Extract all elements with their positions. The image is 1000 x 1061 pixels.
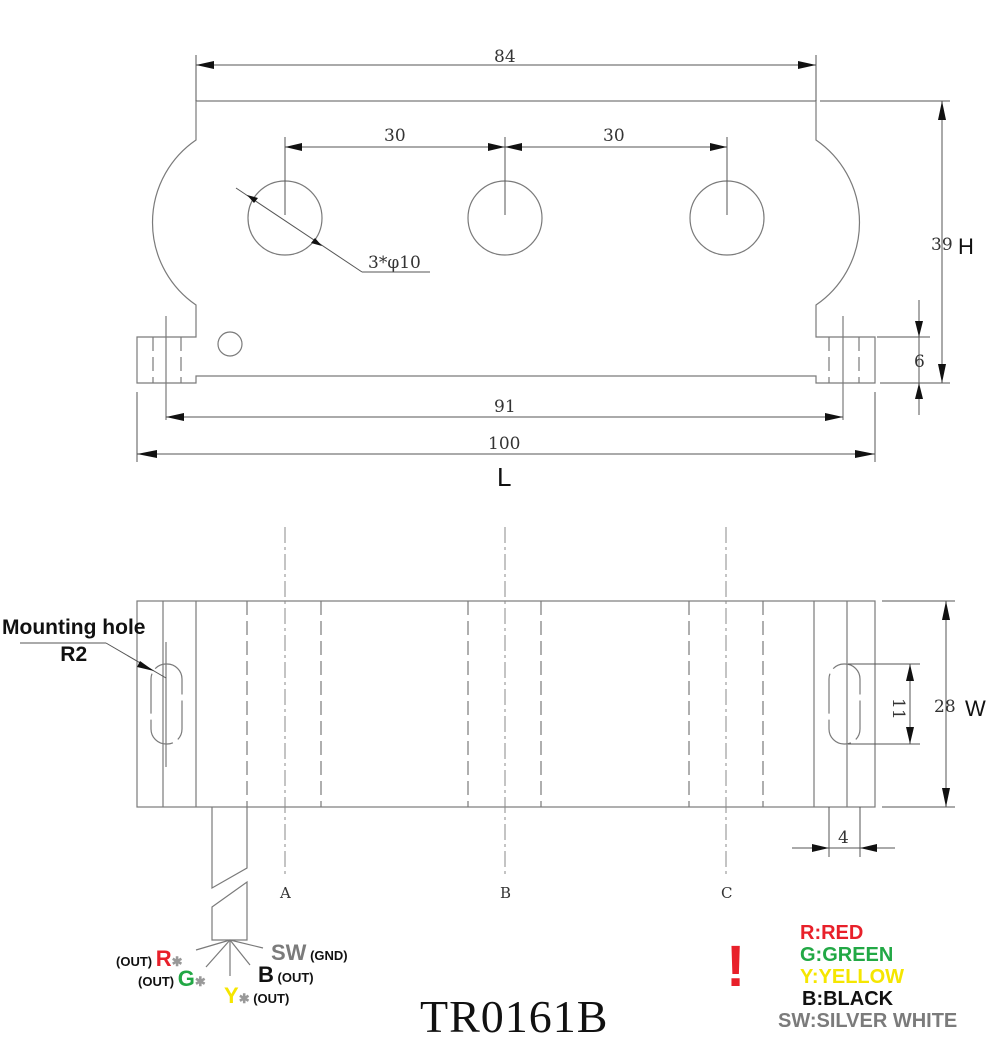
legend-black: B:BLACK [802, 988, 894, 1010]
wire-label-g: (OUT) G✱ [138, 966, 206, 991]
model-title: TR0161B [420, 991, 609, 1042]
dim-39: 39 [931, 235, 953, 255]
top-view-outline [136, 100, 876, 384]
height-letter: H [958, 234, 974, 259]
wire-label-r: (OUT) R✱ [116, 946, 183, 971]
wire-code-r: R [155, 946, 172, 971]
right-mounting-slot [828, 663, 861, 745]
dim-28: 28 [934, 697, 956, 717]
dim-84: 84 [494, 47, 516, 67]
dim-6: 6 [914, 352, 925, 372]
dim-100: 100 [488, 434, 520, 454]
width-letter: W [965, 696, 986, 721]
wire-fan [195, 939, 264, 976]
cable [211, 807, 248, 941]
top-view: 84 30 30 3*φ10 39 H 6 91 [136, 47, 974, 492]
mounting-hole-text: Mounting hole [2, 616, 146, 639]
mounting-hole-label: Mounting hole R2 [2, 614, 145, 668]
dim-11: 11 [888, 698, 908, 720]
warning-icon: ! [726, 934, 746, 999]
wire-label-b: B (OUT) [258, 962, 314, 987]
legend-green: G:GREEN [800, 944, 894, 966]
legend-red: R:RED [800, 922, 864, 944]
centerline-label-c: C [721, 884, 732, 902]
wire-code-b: B [258, 962, 274, 987]
small-hole [217, 331, 243, 357]
color-legend: R:RED G:GREEN Y:YELLOW B:BLACK SW:SILVER… [778, 922, 957, 1032]
dim-91: 91 [494, 397, 516, 417]
length-letter: L [497, 462, 511, 492]
mounting-hole-radius: R2 [60, 643, 88, 666]
legend-yellow: Y:YELLOW [800, 966, 905, 988]
wire-code-y: Y [224, 983, 239, 1008]
dim-4: 4 [838, 828, 849, 848]
wire-label-sw: SW (GND) [271, 940, 348, 965]
dim-30-left: 30 [384, 126, 406, 146]
dim-30-right: 30 [603, 126, 625, 146]
side-view-outline [136, 600, 876, 808]
wire-code-sw: SW [271, 940, 307, 965]
wire-code-g: G [177, 966, 195, 991]
centerline-label-b: B [500, 884, 511, 902]
legend-silver-white: SW:SILVER WHITE [778, 1010, 958, 1032]
centerline-label-a: A [279, 884, 291, 902]
wire-label-y: Y✱ (OUT) [224, 983, 290, 1008]
hole-callout: 3*φ10 [368, 253, 421, 273]
side-view: A B C 11 28 W 4 [20, 527, 986, 976]
